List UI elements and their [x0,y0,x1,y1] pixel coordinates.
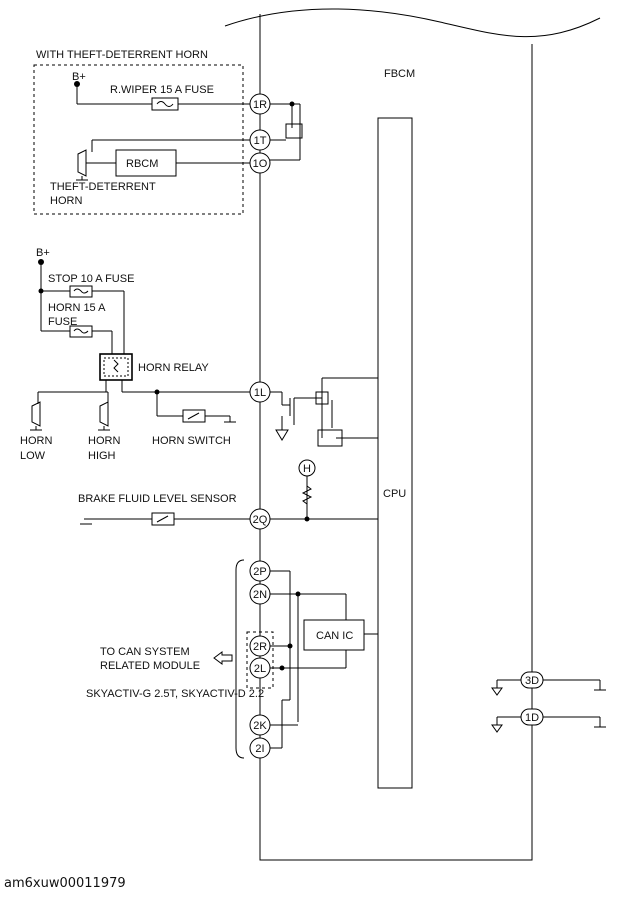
horn-battery-label: B+ [36,247,50,259]
ground-icon [491,687,503,696]
svg-text:2R: 2R [253,641,267,653]
svg-text:1L: 1L [254,387,266,399]
horn-low-icon [30,401,42,431]
stop-fuse-icon [69,285,93,298]
right-ground-wiring [496,679,606,728]
theft-horn-icon [76,149,88,181]
theft-horn-label-line1: THEFT-DETERRENT [50,181,156,193]
brake-sensor-wiring [80,476,378,525]
svg-text:2I: 2I [255,743,264,755]
horn-switch-label: HORN SWITCH [152,435,231,447]
brake-sensor-label: BRAKE FLUID LEVEL SENSOR [78,493,237,505]
can-wiring [270,570,378,749]
terminal-H: H [298,459,316,477]
can-bracket [235,559,245,759]
horn-high-icon [98,401,110,431]
svg-text:2Q: 2Q [253,514,268,526]
terminal-2Q: 2Q [249,508,271,530]
horn-low-label-line2: LOW [20,450,46,462]
svg-text:1D: 1D [525,712,539,724]
svg-text:2N: 2N [253,589,267,601]
junction-dot [289,101,295,107]
brake-sensor-contact [156,515,169,523]
terminal-1R: 1R [249,93,271,115]
horn-high-label-line1: HORN [88,435,120,447]
terminal-1O: 1O [249,152,271,174]
battery-node [74,81,80,87]
terminal-2K: 2K [249,714,271,736]
svg-text:1T: 1T [254,135,267,147]
horn-low-label-line1: HORN [20,435,52,447]
terminal-2P: 2P [249,560,271,582]
junction-dot [295,591,301,597]
terminal-1T: 1T [249,129,271,151]
arrow-left-icon [213,651,233,665]
svg-text:2L: 2L [254,663,266,675]
rbcm-box [115,149,177,177]
horn-relay-label: HORN RELAY [138,362,209,374]
ground-icon [491,724,503,733]
svg-text:3D: 3D [525,675,539,687]
horn-fuse-icon [69,325,93,338]
svg-text:1R: 1R [253,99,267,111]
theft-horn-label-line2: HORN [50,195,82,207]
can-ic-box [303,619,365,651]
horn-switch-icon [182,409,236,423]
terminal-2R: 2R [249,635,271,657]
terminal-1D: 1D [520,708,544,726]
terminal-2N: 2N [249,583,271,605]
stop-fuse-label: STOP 10 A FUSE [48,273,134,285]
theft-deterrent-title: WITH THEFT-DETERRENT HORN [36,49,208,61]
can-variant-frame [246,631,274,689]
fbcm-label: FBCM [384,68,415,80]
svg-text:2K: 2K [253,720,267,732]
driver-buffer [315,391,329,405]
fbcm-wiring-diagram: FBCM CPU WITH THEFT-DETERRENT HORN B+ R.… [20,8,606,861]
terminal-3D: 3D [520,671,544,689]
theft-deterrent-wiring [76,84,303,164]
theft-battery-label: B+ [72,71,86,83]
cpu-box [377,117,413,789]
horn-fuse-label-line1: HORN 15 A [48,302,106,314]
rbcm-label: RBCM [126,158,158,170]
svg-text:H: H [303,463,311,475]
horn-high-label-line2: HIGH [88,450,116,462]
svg-text:1O: 1O [253,158,268,170]
svg-text:2P: 2P [253,566,266,578]
junction-dot [287,643,293,649]
junction-dot [154,389,160,395]
terminal-1L: 1L [249,381,271,403]
horn-fuse-label-line2: FUSE [48,316,77,328]
cpu-label: CPU [383,488,406,500]
can-dest-label-line2: RELATED MODULE [100,660,200,672]
rwiper-fuse-icon [151,97,179,111]
horn-relay-icon [99,353,133,381]
ground-icon [275,429,289,441]
fbcm-outline [224,8,601,861]
junction-dot [38,288,44,294]
driver-block [317,429,343,447]
junction-dot [304,516,310,522]
can-variant-note: SKYACTIV-G 2.5T, SKYACTIV-D 2.2 [86,688,264,700]
rwiper-fuse-label: R.WIPER 15 A FUSE [110,84,214,96]
terminal-2L: 2L [249,657,271,679]
can-dest-label-line1: TO CAN SYSTEM [100,646,190,658]
figure-id-caption: am6xuw00011979 [4,876,126,891]
can-ic-label: CAN IC [316,630,353,642]
terminal-2I: 2I [249,737,271,759]
junction-dot [279,665,285,671]
